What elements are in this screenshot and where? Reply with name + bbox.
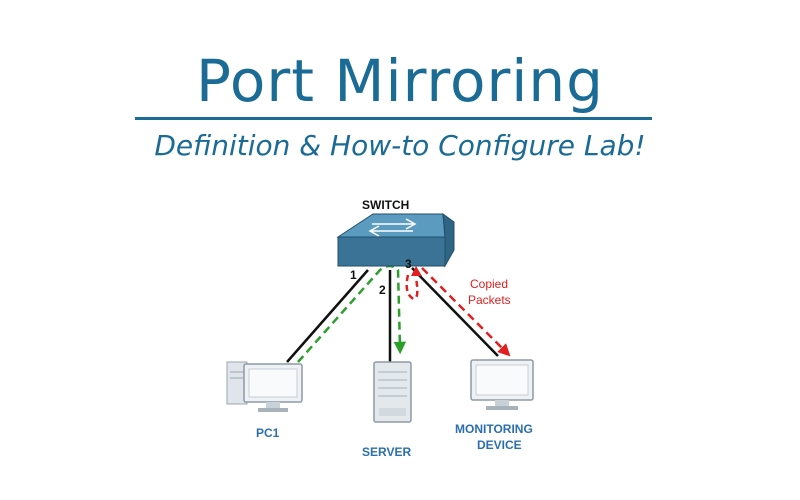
copied-packets-line2: Packets [468, 293, 511, 307]
monitor-label-line2: DEVICE [477, 438, 522, 452]
page-title: Port Mirroring [196, 47, 604, 115]
server-icon [373, 361, 412, 423]
monitor-label-line1: MONITORING [455, 422, 533, 436]
pc-label: PC1 [256, 426, 280, 440]
link-pc1 [286, 269, 369, 363]
switch-label: SWITCH [362, 198, 409, 212]
port-label-2: 2 [379, 283, 386, 297]
page-subtitle: Definition & How-to Configure Lab! [154, 129, 646, 162]
port-label-3: 3 [405, 257, 412, 271]
copied-packets-line1: Copied [470, 277, 508, 291]
title-underline [135, 117, 652, 120]
pc-icon [226, 361, 303, 412]
mirror-path-red [405, 274, 419, 300]
traffic-path-green [297, 264, 407, 363]
server-label: SERVER [362, 445, 411, 459]
switch-icon [336, 212, 455, 268]
link-monitor [411, 267, 499, 357]
monitor-icon [470, 359, 534, 410]
mirror-arrow-up [411, 266, 422, 276]
mirror-line-to-monitor [421, 267, 511, 357]
port-label-1: 1 [350, 268, 357, 282]
